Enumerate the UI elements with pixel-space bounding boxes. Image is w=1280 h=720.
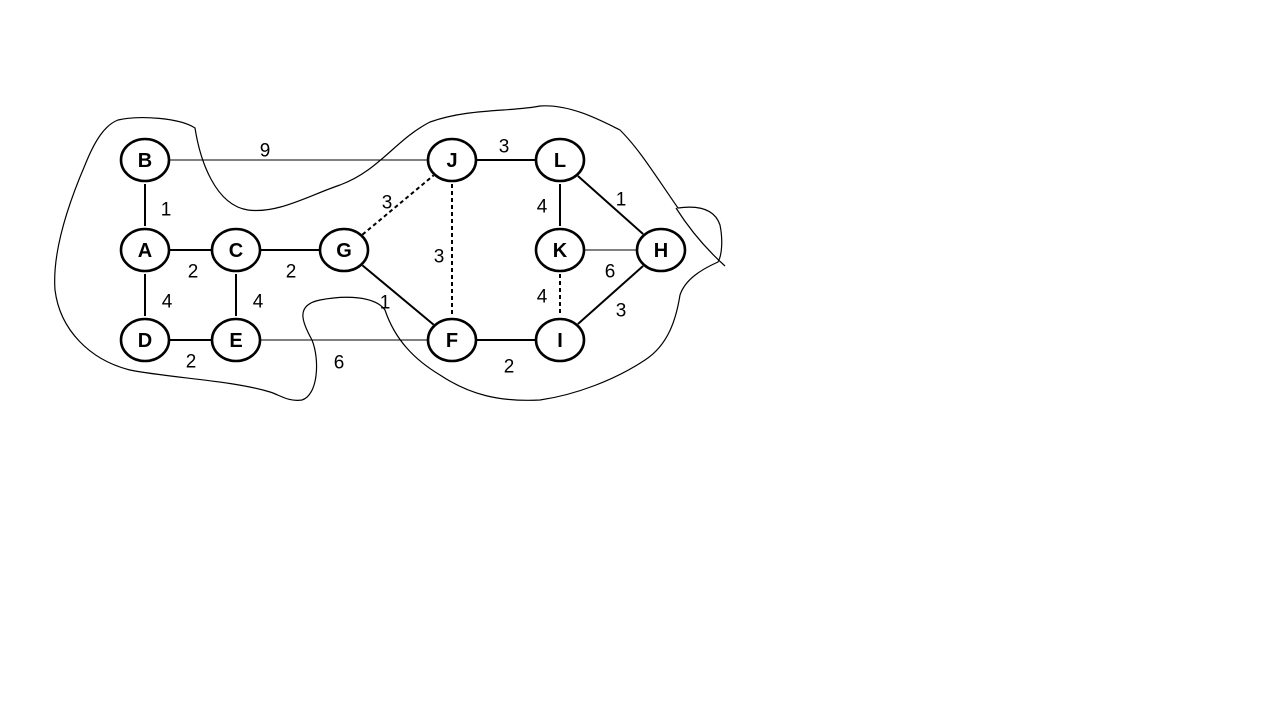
node-label-C: C [229, 240, 243, 262]
node-label-E: E [229, 330, 242, 352]
node-label-J: J [446, 150, 457, 172]
node-label-H: H [654, 240, 668, 262]
node-D: D [119, 317, 171, 363]
edge-weight-B-A: 1 [161, 200, 172, 221]
edge-weight-F-I: 2 [504, 357, 515, 378]
edge-weight-J-L: 3 [499, 137, 510, 158]
node-label-F: F [446, 330, 458, 352]
region-outline-tail [675, 207, 726, 267]
node-label-A: A [138, 240, 152, 262]
edge-weight-L-K: 4 [537, 197, 548, 218]
node-J: J [426, 137, 478, 183]
edge-weight-G-J: 3 [382, 193, 393, 214]
node-label-I: I [557, 330, 563, 352]
edge-weight-A-C: 2 [188, 262, 199, 283]
edge-weight-B-J: 9 [260, 141, 271, 162]
node-C: C [210, 227, 262, 273]
edge-weight-D-E: 2 [186, 352, 197, 373]
node-circle-G [318, 227, 370, 273]
node-circle-L [534, 137, 586, 183]
node-label-B: B [138, 150, 152, 172]
edge-L-H [577, 175, 644, 235]
node-G: G [318, 227, 370, 273]
node-A: A [119, 227, 171, 273]
node-F: F [426, 317, 478, 363]
edge-weight-L-H: 1 [616, 190, 627, 211]
edge-G-J [361, 174, 435, 236]
node-label-K: K [553, 240, 568, 262]
node-I: I [534, 317, 586, 363]
region-outline [54, 105, 723, 401]
node-H: H [635, 227, 687, 273]
node-E: E [210, 317, 262, 363]
node-circle-C [210, 227, 262, 273]
nodes-layer: B A C D E G J F L K H I [119, 137, 687, 363]
node-circle-E [210, 317, 262, 363]
node-circle-I [534, 317, 586, 363]
node-circle-H [635, 227, 687, 273]
edge-weight-K-I: 4 [537, 287, 548, 308]
node-circle-B [119, 137, 171, 183]
node-circle-J [426, 137, 478, 183]
node-circle-F [426, 317, 478, 363]
edge-G-F [361, 264, 435, 326]
node-L: L [534, 137, 586, 183]
node-circle-A [119, 227, 171, 273]
edge-weight-C-G: 2 [286, 262, 297, 283]
edge-I-H [577, 265, 644, 325]
node-label-D: D [138, 330, 152, 352]
node-circle-K [534, 227, 586, 273]
edge-weight-E-F: 6 [334, 353, 345, 374]
edges-layer [144, 159, 644, 341]
edge-weight-G-F: 1 [380, 293, 391, 314]
edge-weight-I-H: 3 [616, 301, 627, 322]
node-label-L: L [554, 150, 566, 172]
edge-weight-K-H: 6 [605, 262, 616, 283]
edge-weight-C-E: 4 [253, 292, 264, 313]
edge-weight-J-F: 3 [434, 247, 445, 268]
node-B: B [119, 137, 171, 183]
node-K: K [534, 227, 586, 273]
node-circle-D [119, 317, 171, 363]
edge-weight-A-D: 4 [162, 292, 173, 313]
node-label-G: G [336, 240, 352, 262]
